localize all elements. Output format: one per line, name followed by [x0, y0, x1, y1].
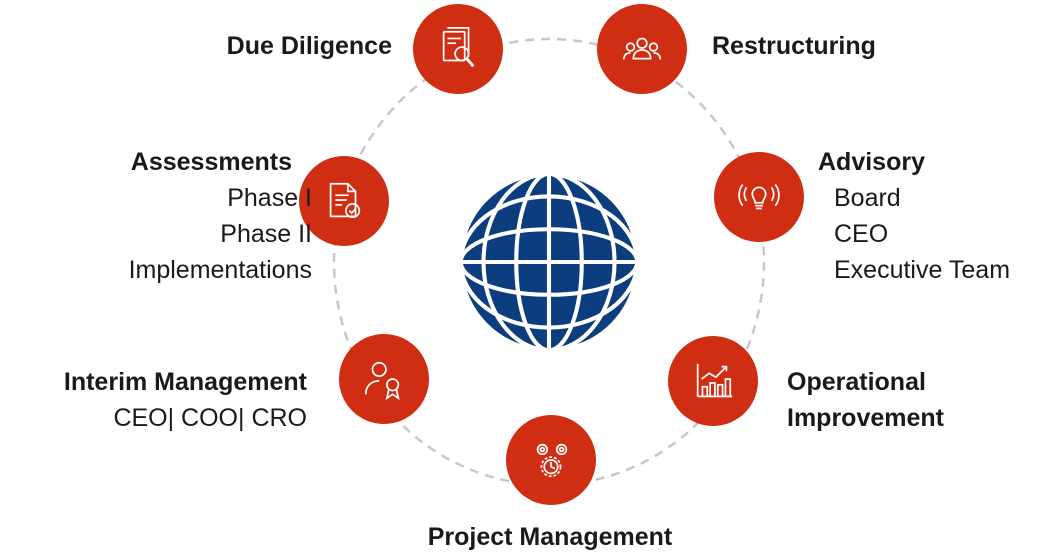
restructuring-title: Restructuring — [712, 32, 876, 60]
interim-management-sub-1: CEO| COO| CRO — [113, 404, 307, 432]
interim-management-title: Interim Management — [63, 368, 307, 396]
growth-chart-icon — [696, 363, 733, 398]
person-award-icon — [364, 361, 400, 401]
document-search-icon — [442, 27, 475, 68]
advisory-sub-2: CEO — [834, 220, 889, 248]
project-management-label: Project Management — [400, 519, 700, 555]
operational-improvement-node — [668, 336, 758, 426]
due-diligence-label: Due Diligence — [227, 28, 392, 64]
assessments-node — [299, 156, 389, 246]
advisory-node — [714, 152, 804, 242]
restructuring-label: Restructuring — [712, 28, 876, 64]
operational-improvement-title-line2: Improvement — [787, 404, 944, 432]
operational-improvement-title: Operational — [787, 368, 926, 396]
project-management-node — [506, 415, 596, 505]
assessments-label: Assessments Phase I Phase II Implementat… — [129, 144, 312, 288]
advisory-label: Advisory Board CEO Executive Team — [818, 144, 1010, 288]
due-diligence-title: Due Diligence — [226, 32, 392, 60]
advisory-title: Advisory — [818, 148, 925, 176]
assessments-sub-3: Implementations — [128, 256, 312, 284]
document-check-icon — [329, 182, 361, 219]
operational-improvement-label: Operational Improvement — [787, 364, 944, 436]
assessments-sub-2: Phase II — [220, 220, 312, 248]
gears-clock-icon — [536, 443, 568, 478]
interim-management-label: Interim Management CEO| COO| CRO — [64, 364, 307, 436]
assessments-sub-1: Phase I — [227, 184, 312, 212]
restructuring-node — [597, 4, 687, 94]
advisory-sub-3: Executive Team — [834, 256, 1011, 284]
team-icon — [622, 37, 662, 60]
interim-management-node — [339, 334, 429, 424]
due-diligence-node — [413, 4, 503, 94]
globe-icon — [458, 171, 640, 353]
lightbulb-icon — [738, 183, 780, 210]
advisory-sub-1: Board — [834, 184, 901, 212]
project-management-title: Project Management — [427, 523, 673, 551]
assessments-title: Assessments — [130, 148, 292, 176]
